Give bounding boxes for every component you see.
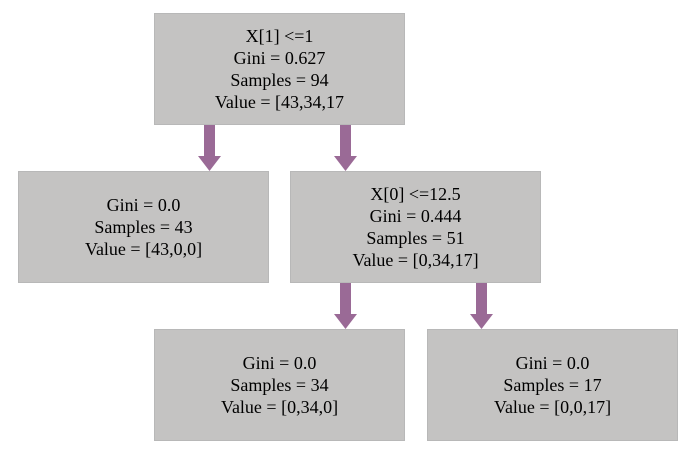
edge-arrowhead [334,314,357,329]
tree-node-root: X[1] <=1 Gini = 0.627 Samples = 94 Value… [154,13,405,125]
node-samples: Samples = 94 [230,70,329,90]
edge-shaft [204,125,215,158]
tree-node-right-right-leaf: Gini = 0.0 Samples = 17 Value = [0,0,17] [427,329,678,441]
node-gini: Gini = 0.0 [242,353,317,373]
node-samples: Samples = 51 [366,228,465,248]
edge-shaft [340,125,351,158]
node-gini: Gini = 0.0 [106,195,181,215]
node-samples: Samples = 43 [94,217,193,237]
edge-right-rightleft [334,283,357,329]
edge-root-left [198,125,221,171]
node-gini: Gini = 0.444 [369,206,462,226]
node-value: Value = [43,0,0] [84,239,203,259]
edge-arrowhead [334,156,357,171]
edge-root-right [334,125,357,171]
node-value: Value = [0,34,17] [352,250,479,270]
node-split: X[1] <=1 [245,26,314,46]
node-samples: Samples = 17 [503,375,602,395]
edge-shaft [476,283,487,316]
node-gini: Gini = 0.0 [515,353,590,373]
edge-arrowhead [198,156,221,171]
tree-node-right-left-leaf: Gini = 0.0 Samples = 34 Value = [0,34,0] [154,329,405,441]
node-split: X[0] <=12.5 [370,184,461,204]
edge-shaft [340,283,351,316]
node-value: Value = [43,34,17 [214,92,345,112]
node-gini: Gini = 0.627 [233,48,326,68]
node-samples: Samples = 34 [230,375,329,395]
tree-node-left-leaf: Gini = 0.0 Samples = 43 Value = [43,0,0] [18,171,269,283]
node-value: Value = [0,0,17] [493,397,612,417]
node-value: Value = [0,34,0] [220,397,339,417]
edge-arrowhead [470,314,493,329]
tree-node-right: X[0] <=12.5 Gini = 0.444 Samples = 51 Va… [290,171,541,283]
edge-right-rightright [470,283,493,329]
